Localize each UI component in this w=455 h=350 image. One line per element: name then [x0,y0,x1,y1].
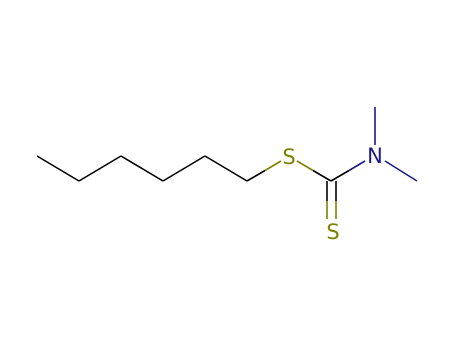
atom-label-sulfur-thioether: S [282,145,295,169]
bond-c-s-carbon-half [246,169,266,182]
bond-c-n-carbon-half [330,169,350,182]
bond-n-methyl-right [384,160,418,182]
atom-label-nitrogen: N [367,144,383,168]
bond-chain-5 [204,155,248,182]
bond-s-c-carbon-half [312,169,332,182]
bond-s-c-sulfur-half [296,160,314,172]
bond-chain-4 [162,155,206,182]
bond-chain-2 [78,155,122,182]
bond-chain-3 [120,155,164,182]
bond-chain-1 [36,155,80,182]
atom-label-sulfur-thione: S [326,220,339,244]
bond-c-n-nitrogen-half [348,160,366,172]
bond-c-s-sulfur-half [264,160,282,172]
